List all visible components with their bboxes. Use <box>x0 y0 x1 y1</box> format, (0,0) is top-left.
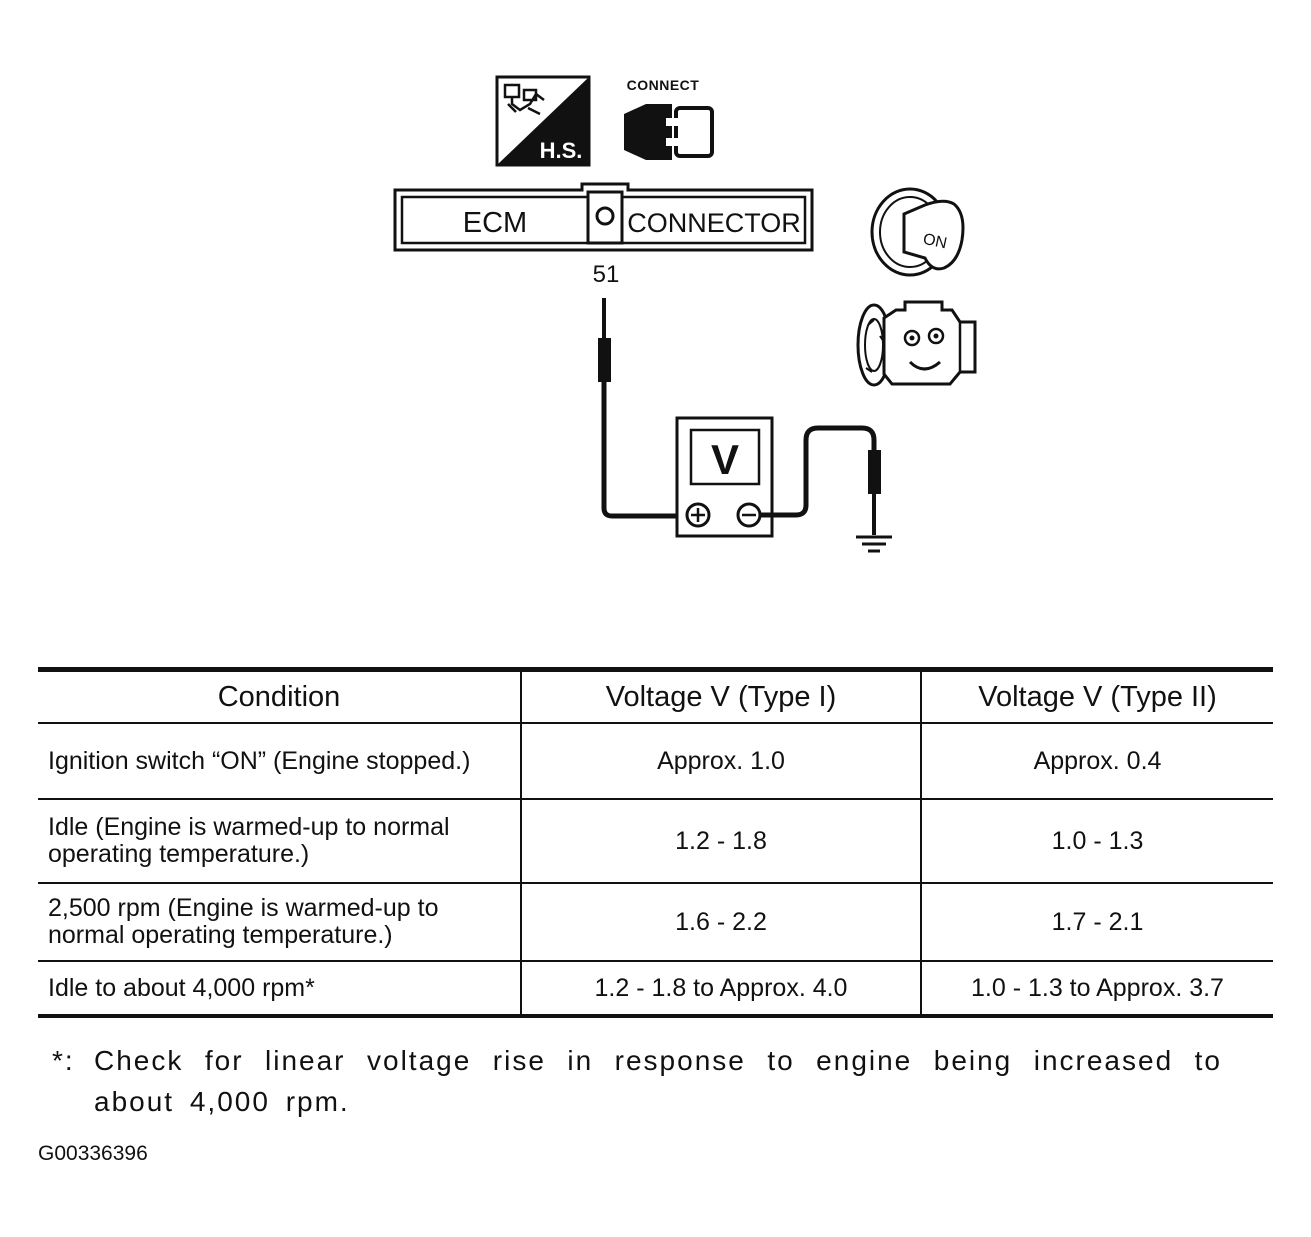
ignition-key-label: ON <box>921 231 948 253</box>
wiring-diagram: H.S. CONNECT ECM CONNECTOR 51 V <box>393 75 977 553</box>
negative-probe <box>760 425 881 535</box>
negative-terminal-icon <box>736 502 762 528</box>
ground-icon <box>856 535 892 553</box>
terminal-number: 51 <box>593 261 620 288</box>
table-header-row: Condition Voltage V (Type I) Voltage V (… <box>38 667 1273 724</box>
positive-terminal-icon <box>685 502 711 528</box>
type2-voltage-cell: Approx. 0.4 <box>920 722 1273 800</box>
header-voltage-type-2: Voltage V (Type II) <box>920 667 1273 724</box>
footnote-text: Check for linear voltage rise in respons… <box>94 1045 1222 1117</box>
type2-voltage-cell: 1.0 - 1.3 <box>920 798 1273 884</box>
header-condition: Condition <box>38 667 522 724</box>
hs-badge-label: H.S. <box>540 138 583 163</box>
connect-icon: CONNECT <box>624 77 714 160</box>
table-row: Ignition switch “ON” (Engine stopped.) A… <box>38 722 1273 800</box>
footnote: *: Check for linear voltage rise in resp… <box>52 1040 1222 1122</box>
header-voltage-type-1: Voltage V (Type I) <box>520 667 922 724</box>
footnote-mark: *: <box>52 1045 75 1076</box>
connector-label: CONNECTOR <box>627 208 801 238</box>
engine-running-icon <box>856 300 977 387</box>
condition-cell: Ignition switch “ON” (Engine stopped.) <box>38 722 522 800</box>
voltage-spec-table: Condition Voltage V (Type I) Voltage V (… <box>38 667 1273 1018</box>
type2-voltage-cell: 1.7 - 2.1 <box>920 882 1273 962</box>
condition-cell: Idle (Engine is warmed-up to normal oper… <box>38 798 522 884</box>
meter-label: V <box>711 436 739 483</box>
type2-voltage-cell: 1.0 - 1.3 to Approx. 3.7 <box>920 960 1273 1018</box>
table-row: Idle to about 4,000 rpm* 1.2 - 1.8 to Ap… <box>38 960 1273 1018</box>
connect-label: CONNECT <box>627 77 700 93</box>
table-row: 2,500 rpm (Engine is warmed-up to normal… <box>38 882 1273 962</box>
condition-cell: Idle to about 4,000 rpm* <box>38 960 522 1018</box>
type1-voltage-cell: 1.2 - 1.8 to Approx. 4.0 <box>520 960 922 1018</box>
type1-voltage-cell: 1.2 - 1.8 <box>520 798 922 884</box>
figure-id: G00336396 <box>38 1142 148 1165</box>
voltmeter: V <box>675 416 774 538</box>
condition-cell: 2,500 rpm (Engine is warmed-up to normal… <box>38 882 522 962</box>
type1-voltage-cell: 1.6 - 2.2 <box>520 882 922 962</box>
ecm-label: ECM <box>463 207 527 239</box>
type1-voltage-cell: Approx. 1.0 <box>520 722 922 800</box>
ignition-key-icon: ON <box>870 187 965 277</box>
harness-connector-icon: H.S. <box>495 75 591 167</box>
positive-probe <box>598 298 684 519</box>
table-row: Idle (Engine is warmed-up to normal oper… <box>38 798 1273 884</box>
ecm-connector: ECM CONNECTOR 51 <box>393 182 814 288</box>
